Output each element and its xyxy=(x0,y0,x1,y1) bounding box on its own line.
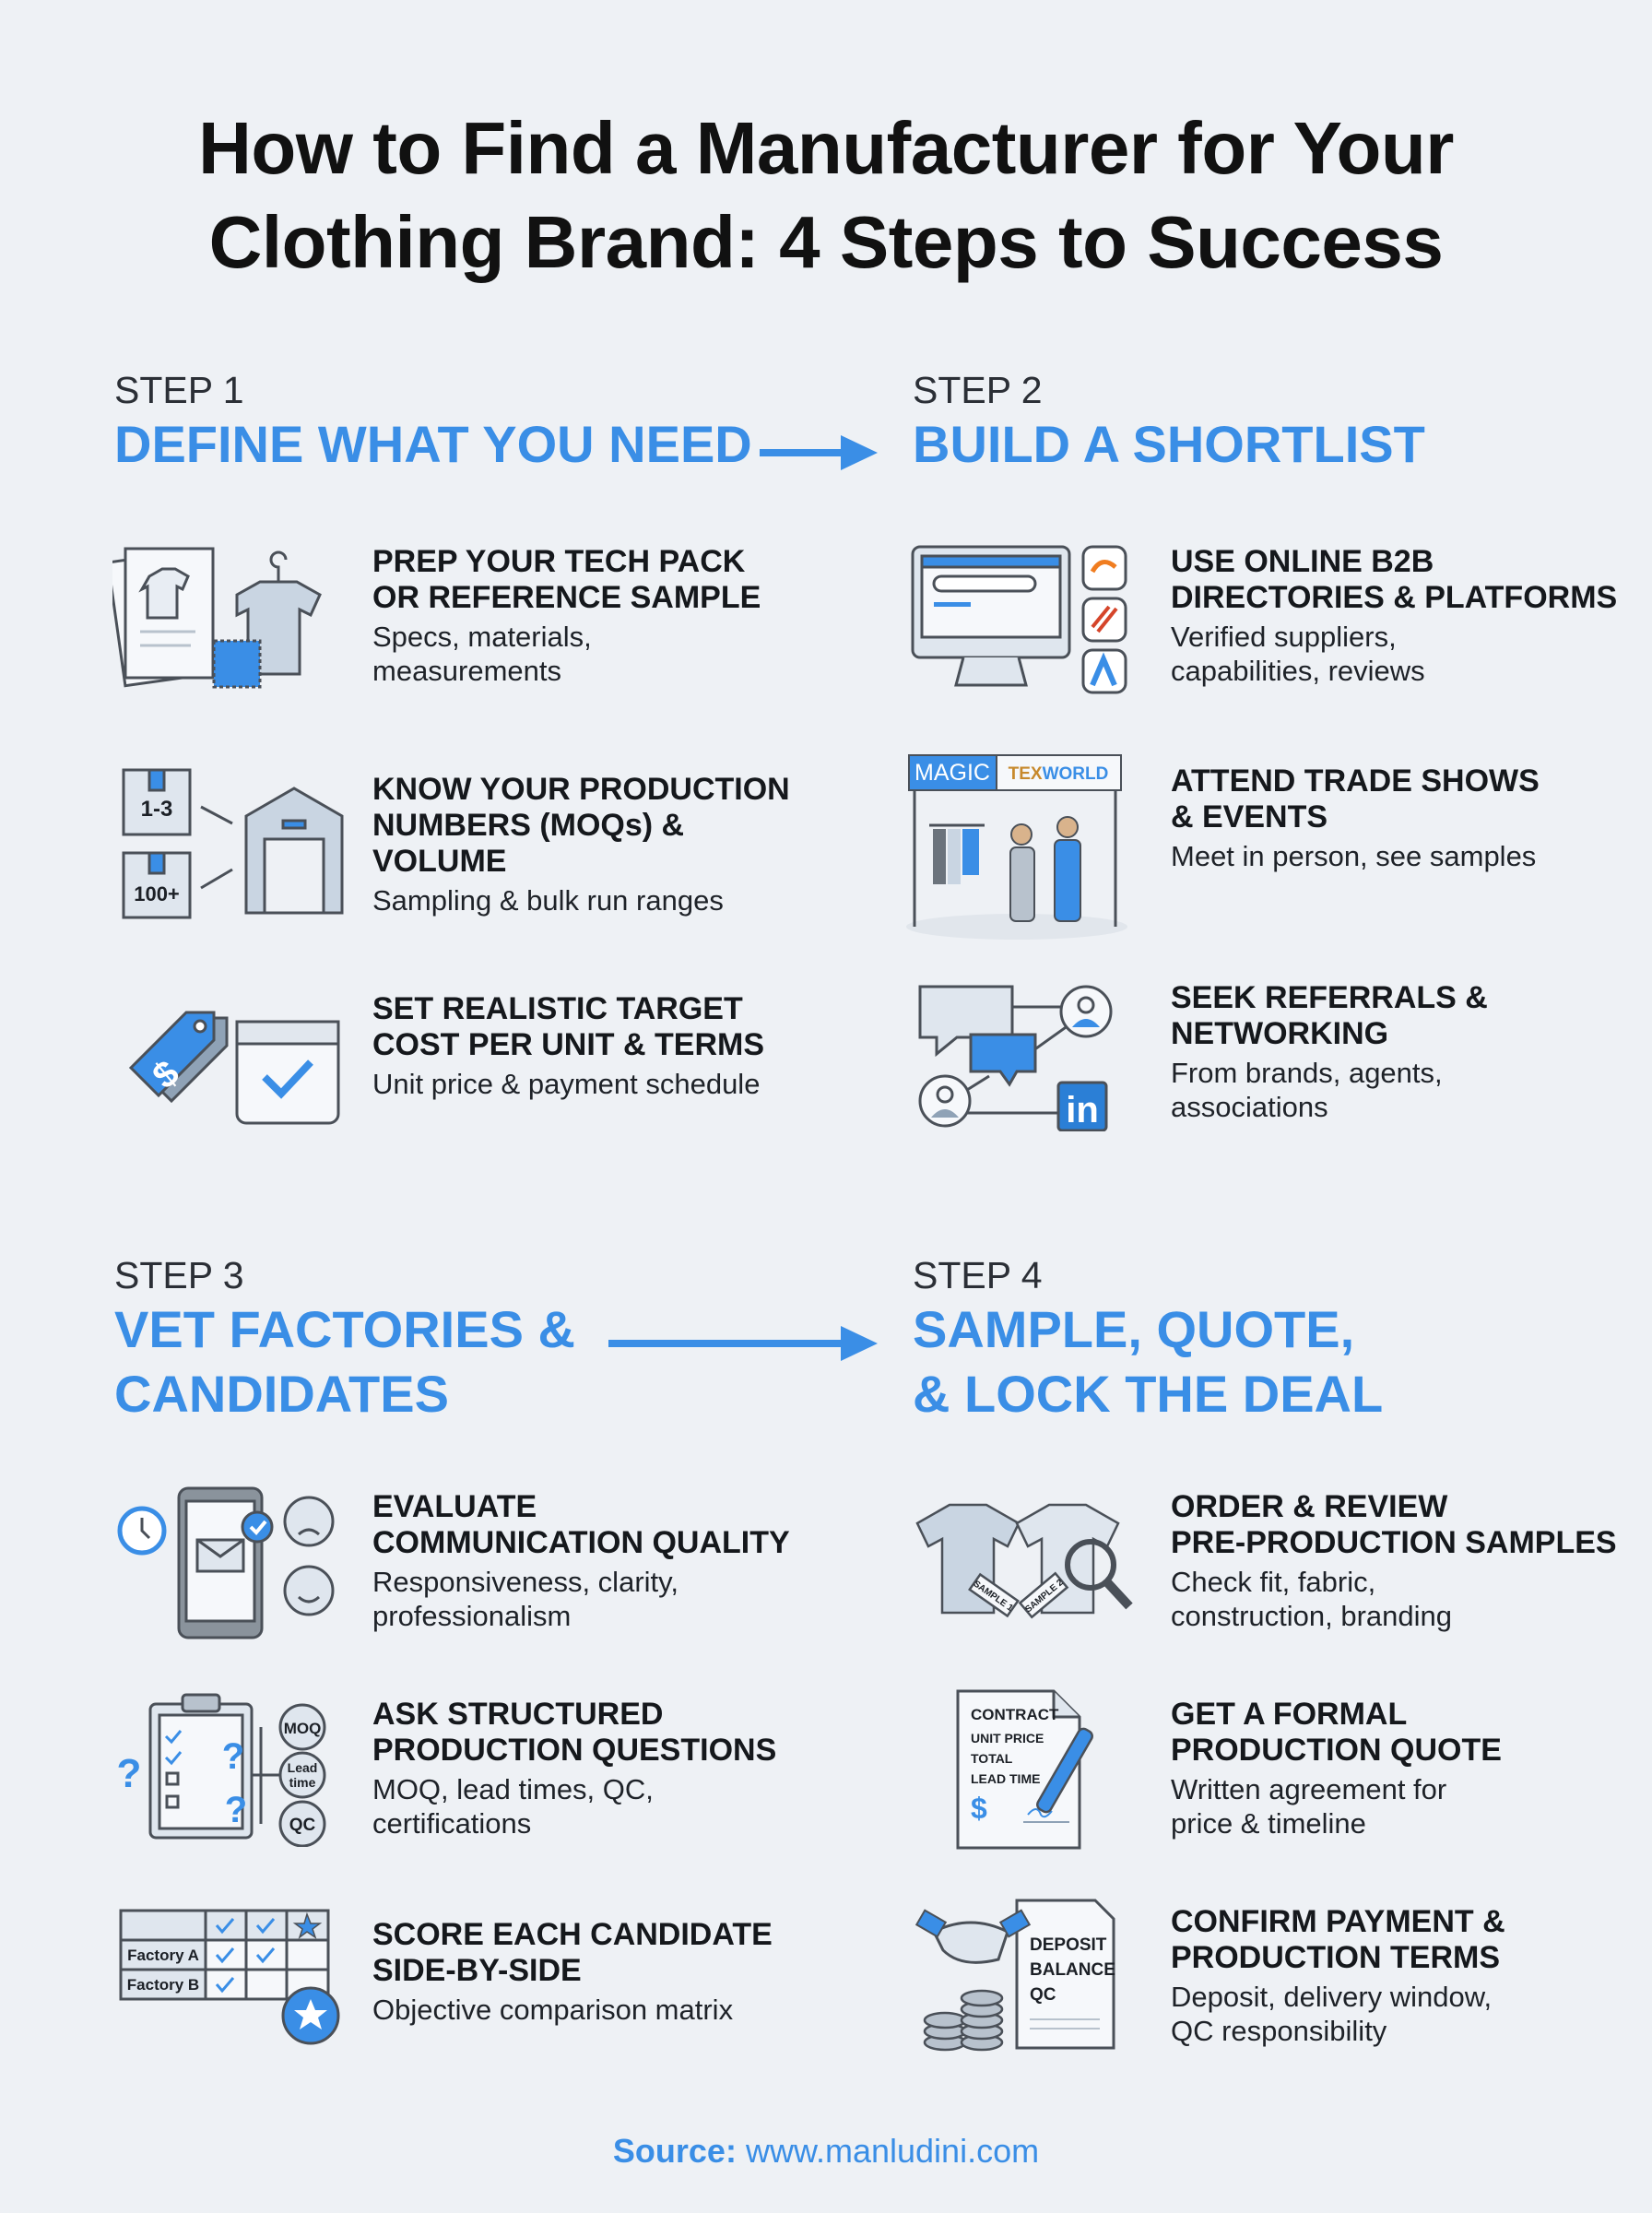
step-label: STEP 4 xyxy=(913,1254,1043,1296)
step-1-header: STEP 1 DEFINE WHAT YOU NEED xyxy=(114,369,752,477)
step-heading: BUILD A SHORTLIST xyxy=(913,415,1425,473)
clipboard-questions-icon: MOQ Lead time QC ? ? ? xyxy=(117,1693,326,1847)
item-desc: Unit price & payment schedule xyxy=(372,1068,761,1100)
item-title: CONFIRM PAYMENT &PRODUCTION TERMS xyxy=(1171,1904,1505,1975)
svg-text:MOQ: MOQ xyxy=(284,1720,322,1737)
phone-email-faces-icon xyxy=(117,1486,335,1639)
arrow-right-icon xyxy=(760,435,878,470)
step-heading: & LOCK THE DEAL xyxy=(913,1365,1384,1423)
arrow-right-icon xyxy=(608,1326,878,1361)
item-desc: MOQ, lead times, QC,certifications xyxy=(372,1773,654,1840)
item-desc: Responsiveness, clarity,professionalism xyxy=(372,1566,678,1632)
title-line-1: How to Find a Manufacturer for Your xyxy=(198,107,1454,189)
item-desc: Verified suppliers,capabilities, reviews xyxy=(1171,621,1425,687)
item-title: ATTEND TRADE SHOWS& EVENTS xyxy=(1171,763,1540,834)
svg-text:CONTRACT: CONTRACT xyxy=(971,1706,1059,1723)
svg-text:$: $ xyxy=(971,1792,987,1825)
tech-pack-shirt-icon xyxy=(112,547,322,689)
step-label: STEP 1 xyxy=(114,369,244,411)
step-label: STEP 3 xyxy=(114,1254,244,1296)
item-desc: Deposit, delivery window,QC responsibili… xyxy=(1171,1981,1493,2047)
item-title: SEEK REFERRALS &NETWORKING xyxy=(1171,980,1488,1051)
step-heading: SAMPLE, QUOTE, xyxy=(913,1300,1355,1358)
item-desc: From brands, agents,associations xyxy=(1171,1057,1443,1123)
svg-text:TEXWORLD: TEXWORLD xyxy=(1009,764,1109,784)
svg-text:?: ? xyxy=(117,1751,142,1796)
handshake-coins-document-icon: DEPOSIT BALANCE QC xyxy=(915,1899,1115,2052)
svg-text:Factory A: Factory A xyxy=(127,1947,199,1964)
contract-pen-icon: CONTRACT UNIT PRICE TOTAL LEAD TIME $ xyxy=(956,1689,1093,1850)
step-3-header: STEP 3 VET FACTORIES & CANDIDATES xyxy=(114,1254,575,1426)
step-heading: VET FACTORIES & xyxy=(114,1300,575,1358)
svg-text:Factory B: Factory B xyxy=(127,1976,199,1994)
svg-text:1-3: 1-3 xyxy=(141,797,173,822)
item-referrals: SEEK REFERRALS &NETWORKING From brands, … xyxy=(1171,980,1632,1124)
price-tag-calendar-icon: $ xyxy=(128,1011,340,1125)
step-heading: DEFINE WHAT YOU NEED xyxy=(114,415,752,473)
svg-text:?: ? xyxy=(225,1790,247,1830)
sample-shirts-magnifier-icon: SAMPLE 1 SAMPLE 2 xyxy=(915,1503,1133,1619)
trade-show-booth-icon: MAGIC TEXWORLD xyxy=(906,754,1127,940)
svg-text:in: in xyxy=(1066,1090,1099,1130)
item-desc: Meet in person, see samples xyxy=(1171,840,1537,872)
svg-text:time: time xyxy=(289,1775,316,1790)
svg-text:BALANCE: BALANCE xyxy=(1030,1960,1115,1980)
svg-text:QC: QC xyxy=(1030,1985,1056,2005)
step-2-header: STEP 2 BUILD A SHORTLIST xyxy=(913,369,1425,477)
svg-text:MAGIC: MAGIC xyxy=(914,760,990,786)
item-desc: Check fit, fabric,construction, branding xyxy=(1171,1566,1453,1632)
item-payment-terms: CONFIRM PAYMENT &PRODUCTION TERMS Deposi… xyxy=(1171,1904,1650,2048)
source-label: Source: xyxy=(612,2132,737,2170)
source-credit: Source: www.manludini.com xyxy=(0,2132,1652,2171)
svg-text:LEAD TIME: LEAD TIME xyxy=(971,1771,1040,1786)
step-heading: CANDIDATES xyxy=(114,1365,449,1423)
svg-text:TOTAL: TOTAL xyxy=(971,1751,1013,1766)
svg-text:QC: QC xyxy=(289,1816,316,1835)
svg-text:DEPOSIT: DEPOSIT xyxy=(1030,1935,1107,1955)
network-linkedin-icon: in xyxy=(918,985,1113,1131)
item-desc: Objective comparison matrix xyxy=(372,1994,734,2026)
computer-directory-icon xyxy=(911,545,1127,694)
step-label: STEP 2 xyxy=(913,369,1043,411)
item-desc: Sampling & bulk run ranges xyxy=(372,884,724,917)
source-link[interactable]: www.manludini.com xyxy=(745,2132,1040,2170)
svg-text:Lead: Lead xyxy=(288,1760,318,1775)
comparison-matrix-icon: Factory A Factory B xyxy=(119,1909,340,2045)
svg-text:100+: 100+ xyxy=(134,882,180,905)
item-desc: Specs, materials,measurements xyxy=(372,621,592,687)
svg-text:?: ? xyxy=(222,1736,244,1777)
svg-text:UNIT PRICE: UNIT PRICE xyxy=(971,1731,1044,1746)
item-trade-shows: ATTEND TRADE SHOWS& EVENTS Meet in perso… xyxy=(1171,763,1632,873)
page-title: How to Find a Manufacturer for Your Clot… xyxy=(0,101,1652,290)
title-line-2: Clothing Brand: 4 Steps to Success xyxy=(208,201,1444,283)
boxes-warehouse-icon: 1-3 100+ xyxy=(122,768,344,919)
step-4-header: STEP 4 SAMPLE, QUOTE, & LOCK THE DEAL xyxy=(913,1254,1383,1426)
